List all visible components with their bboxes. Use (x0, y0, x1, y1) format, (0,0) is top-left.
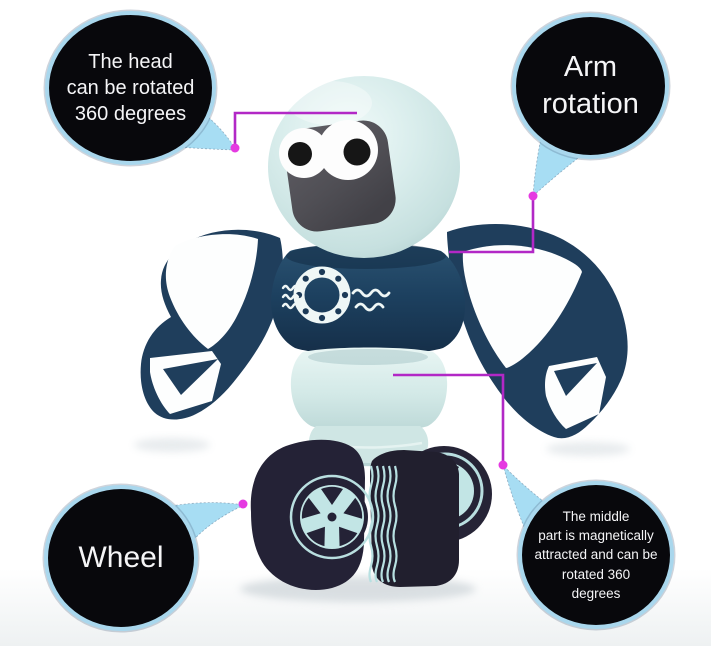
leader-line-middle (393, 373, 505, 465)
robot-wheel-tread-block (368, 450, 459, 587)
emblem-squiggles (281, 284, 391, 312)
wheel-spoke-cutouts (301, 486, 363, 547)
leader-dot-middle (498, 460, 508, 470)
robot-waist (290, 347, 448, 467)
robot-head (268, 76, 460, 258)
robot-right-arm (447, 223, 628, 439)
tread-pattern (368, 465, 398, 583)
callout-middle-bubble: The middle part is magnetically attracte… (518, 481, 674, 629)
callout-middle-line: The middle (562, 509, 630, 525)
robot-wheels (250, 439, 492, 590)
callout-head-line: can be rotated (66, 77, 195, 99)
robot-pupil-right (343, 138, 371, 166)
callout-head-bubble: The head can be rotated 360 degrees (45, 11, 216, 165)
callout-arm-line: rotation (542, 88, 639, 120)
callout-middle-line: rotated 360 (561, 566, 631, 582)
callout-wheel-line: Wheel (78, 541, 164, 574)
callout-middle-line: attracted and can be (534, 547, 658, 563)
leader-dot-wheel (238, 499, 248, 509)
callout-head-line: The head (88, 51, 173, 73)
robot-left-arm (140, 229, 283, 420)
robot-torso (271, 243, 466, 355)
callout-arm-bubble: Arm rotation (512, 13, 669, 159)
leader-dot-head (230, 143, 240, 153)
robot-wheel-front (250, 439, 375, 590)
callout-arm-line: Arm (563, 50, 618, 83)
torso-gear-emblem (281, 266, 391, 324)
leader-line-arm (449, 196, 535, 254)
leader-line-head (233, 111, 357, 148)
leader-dot-arm (528, 191, 538, 201)
robot-pupil-left (288, 142, 312, 166)
callout-middle-line: degrees (571, 585, 621, 601)
callout-head-line: 360 degrees (74, 103, 187, 125)
callout-middle-line: part is magnetically (538, 528, 654, 544)
callout-wheel-bubble: Wheel (44, 485, 198, 631)
